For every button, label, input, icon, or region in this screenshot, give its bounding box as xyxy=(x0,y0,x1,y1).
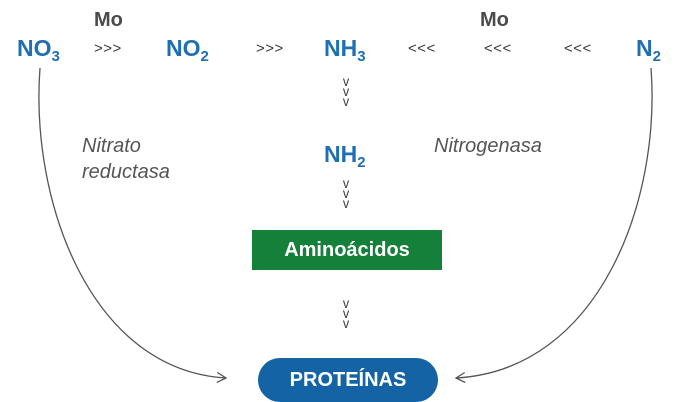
nitrate-reductase-line1: Nitrato xyxy=(82,135,141,157)
ammonia-label: NH3 xyxy=(324,35,366,65)
n2-to-proteins-arrow xyxy=(454,67,653,384)
amine-label: NH2 xyxy=(324,141,366,171)
no3-to-proteins-arrow xyxy=(38,67,228,384)
backward-arrows-2: <<< xyxy=(484,40,512,57)
nitrate-reductase-line2: reductasa xyxy=(82,161,170,183)
nitrite-label: NO2 xyxy=(166,35,209,65)
molybdenum-label-left: Mo xyxy=(94,9,123,31)
forward-arrows-2: >>> xyxy=(256,40,284,57)
dinitrogen-label: N2 xyxy=(636,35,661,65)
molybdenum-label-right: Mo xyxy=(480,9,509,31)
proteins-box: PROTEÍNAS xyxy=(258,358,438,402)
nitrogenase-label: Nitrogenasa xyxy=(434,135,542,157)
backward-arrows-3: <<< xyxy=(564,40,592,57)
nitrate-label: NO3 xyxy=(17,35,60,65)
backward-arrows-1: <<< xyxy=(408,40,436,57)
forward-arrows-1: >>> xyxy=(94,40,122,57)
aminoacids-box: Aminoácidos xyxy=(252,230,442,270)
